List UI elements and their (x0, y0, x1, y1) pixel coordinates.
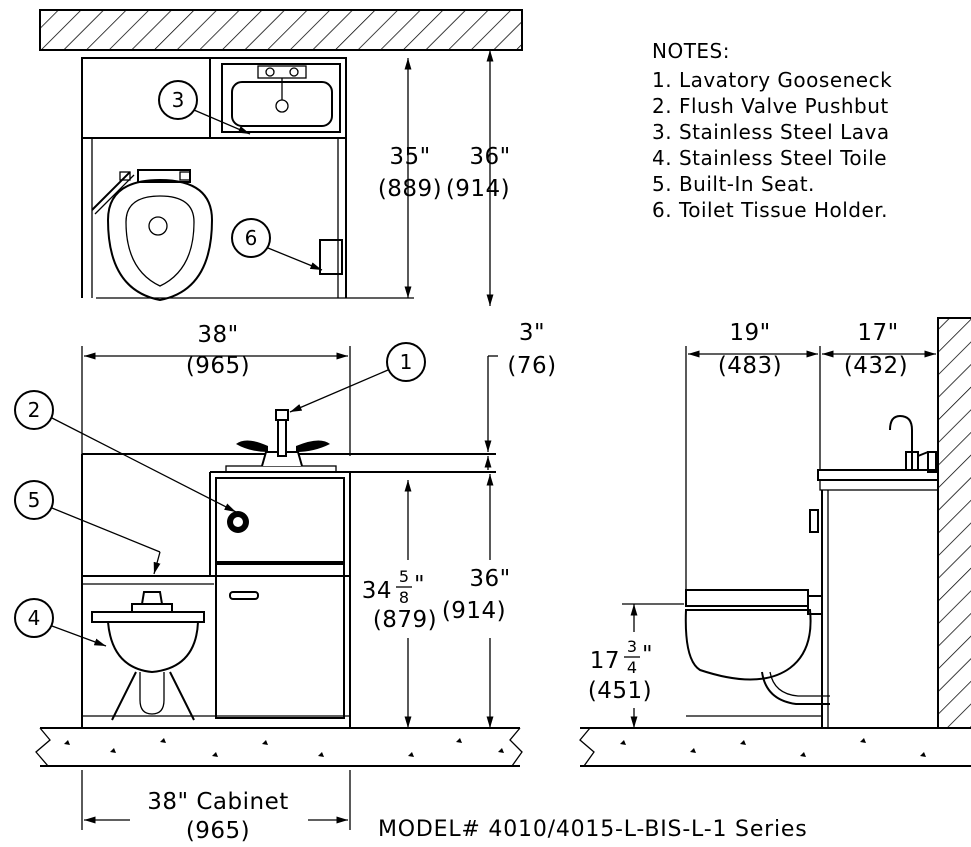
callout-5: 5 (14, 480, 161, 575)
side-depth2-in: 17" (857, 320, 898, 346)
notes-title: NOTES: (652, 39, 730, 63)
cabinet-width-mm: (965) (186, 818, 250, 844)
side-depth2-mm: (432) (844, 353, 908, 379)
plan-tissue-holder (319, 239, 343, 275)
svg-text:1: 1 (400, 350, 413, 374)
side-seat-den: 4 (627, 658, 637, 677)
cabinet-handle (229, 591, 259, 600)
side-depth1-in: 19" (729, 320, 770, 346)
cabinet-width-in: 38" Cabinet (147, 789, 289, 815)
front-total-in: 36" (469, 566, 510, 592)
svg-text:3: 3 (172, 88, 185, 112)
plan-dim-35-mm: (889) (378, 176, 442, 202)
front-gap-in: 3" (519, 320, 545, 346)
front-total-mm: (914) (442, 598, 506, 624)
side-toilet-seat (685, 589, 809, 607)
note-5: 5. Built-In Seat. (652, 172, 815, 196)
note-4: 4. Stainless Steel Toile (652, 146, 887, 170)
side-view: 19" (483) 17" (432) 17 3 4 " (451) (579, 317, 971, 767)
svg-text:5: 5 (28, 488, 41, 512)
callout-1: 1 (289, 342, 426, 413)
svg-text:4: 4 (28, 606, 41, 630)
note-1: 1. Lavatory Gooseneck (652, 68, 892, 92)
model-caption: MODEL# 4010/4015-L-BIS-L-1 Series (378, 817, 808, 842)
front-height-den: 8 (399, 588, 409, 607)
front-view: 38" (965) 3" (76) (35, 320, 556, 844)
svg-text:2: 2 (28, 398, 41, 422)
side-seat-num: 3 (627, 637, 637, 656)
note-2: 2. Flush Valve Pushbut (652, 94, 889, 118)
callout-6: 6 (231, 218, 323, 271)
plan-dim-36-mm: (914) (446, 176, 510, 202)
callout-4: 4 (14, 598, 107, 647)
svg-text:6: 6 (245, 226, 258, 250)
ceiling-wall-hatch (39, 9, 523, 51)
notes-block: NOTES: 1. Lavatory Gooseneck 2. Flush Va… (652, 39, 892, 222)
svg-text:": " (414, 572, 425, 598)
front-cabinet-door (215, 563, 345, 719)
plan-dim-35-in: 35" (389, 144, 430, 170)
callout-3: 3 (158, 80, 251, 135)
side-seat-whole: 17 (590, 648, 620, 674)
plan-view: 35" (889) 36" (914) (39, 9, 523, 306)
front-height-whole: 34 (362, 578, 392, 604)
gooseneck-faucet (277, 417, 287, 457)
callout-2: 2 (14, 390, 237, 513)
floor-aggregate (64, 738, 926, 757)
front-width-in: 38" (197, 322, 238, 348)
plan-sink (221, 63, 341, 133)
plan-dim-36-in: 36" (469, 144, 510, 170)
front-height-mm: (879) (373, 607, 437, 633)
front-upper-panel (215, 477, 345, 563)
note-3: 3. Stainless Steel Lava (652, 120, 890, 144)
side-depth1-mm: (483) (718, 353, 782, 379)
side-toilet-bowl (684, 609, 812, 681)
front-width-mm: (965) (186, 353, 250, 379)
plan-toilet-bowl (106, 178, 214, 302)
plan-cabinet-top (81, 57, 347, 139)
side-seat-mm: (451) (588, 678, 652, 704)
front-height-num: 5 (399, 567, 409, 586)
svg-text:": " (642, 642, 653, 668)
front-toilet-seat (91, 611, 205, 623)
note-6: 6. Toilet Tissue Holder. (652, 198, 888, 222)
front-toilet-bowl (106, 621, 200, 674)
front-gap-mm: (76) (507, 353, 556, 379)
side-faucet (889, 414, 913, 470)
side-wall-hatch (937, 317, 971, 729)
